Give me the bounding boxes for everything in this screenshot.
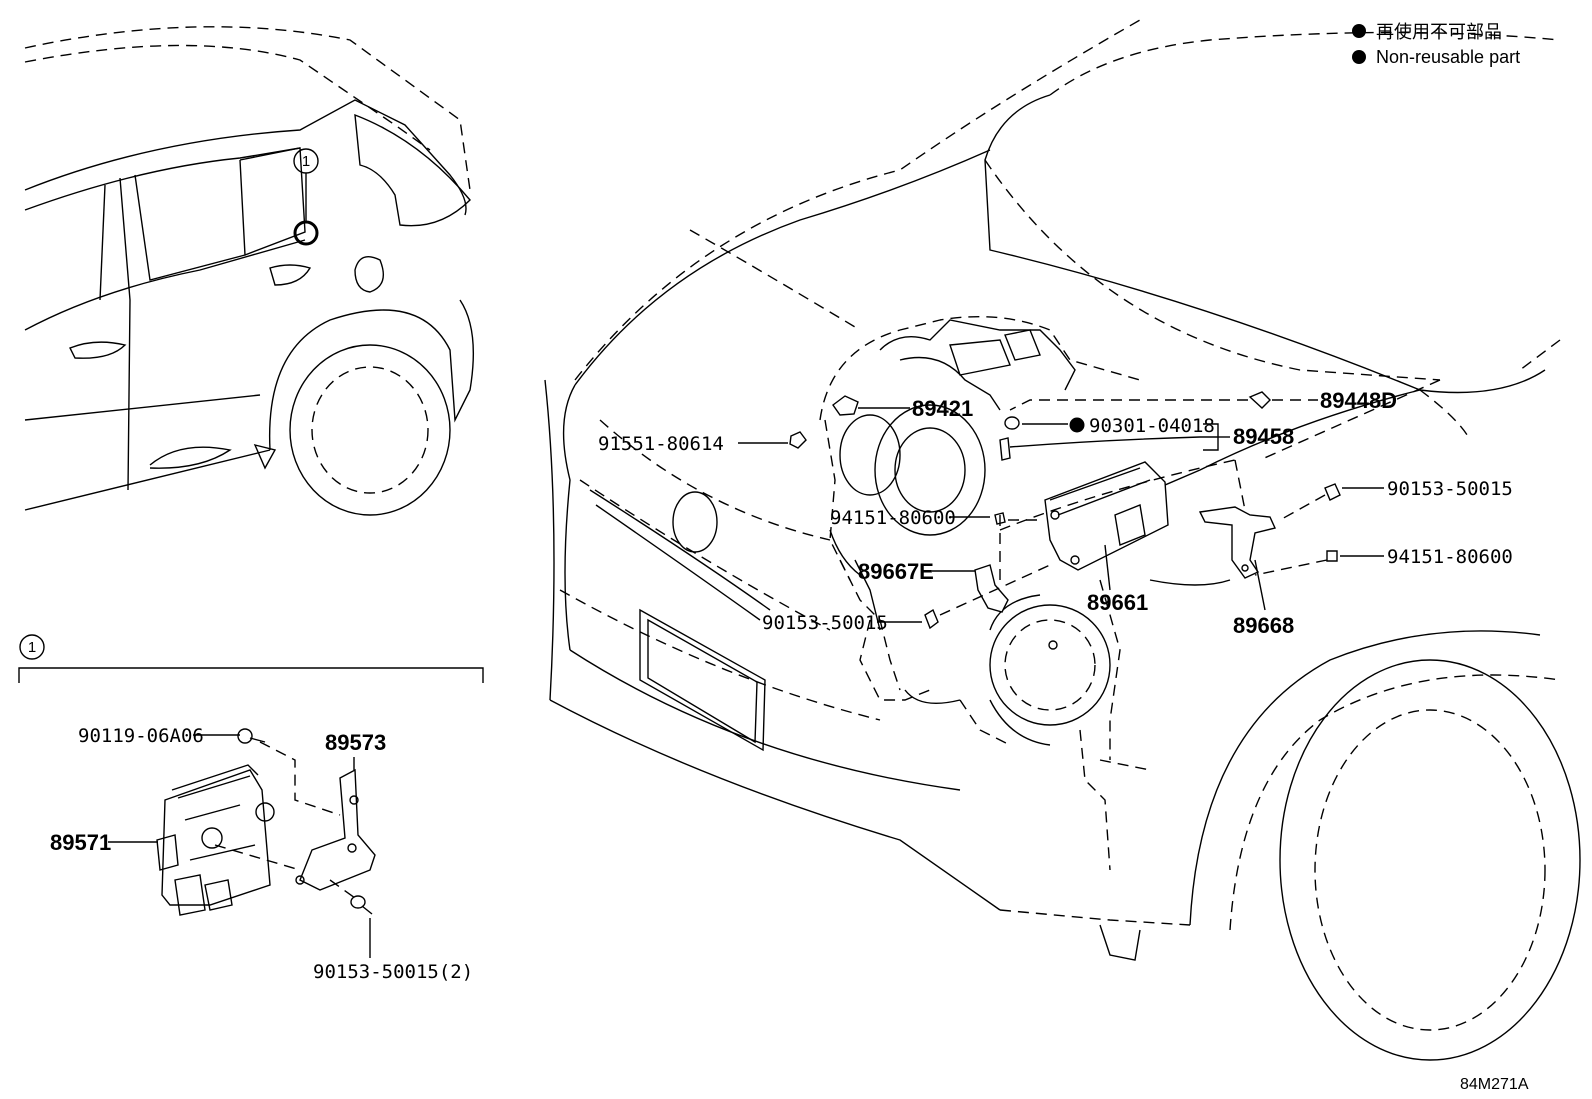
legend-japanese: 再使用不可部品 (1376, 22, 1502, 42)
svg-text:1: 1 (302, 153, 310, 170)
part-90153-50015-2: 90153-50015(2) (313, 961, 473, 983)
rear-vehicle-outline (24, 26, 474, 516)
part-90119-06A06: 90119-06A06 (78, 725, 204, 747)
part-89448D: 89448D (1320, 388, 1397, 413)
bolt-90153-inset-drawing (350, 895, 373, 915)
non-reusable-dot-icon (1069, 417, 1085, 433)
part-89667E: 89667E (858, 559, 934, 584)
diagram-code: 84M271A (1460, 1076, 1529, 1093)
part-89573: 89573 (325, 730, 386, 755)
location-callout: 1 (293, 148, 319, 246)
bracket-89668-drawing (1198, 506, 1276, 579)
part-91551-80614: 91551-80614 (598, 433, 724, 455)
part-94151-80600-left: 94151-80600 (830, 507, 956, 529)
ecu-89661-drawing (1044, 461, 1169, 571)
part-90301-04018: 90301-04018 (1089, 415, 1215, 437)
non-reusable-dot-icon (1352, 50, 1366, 64)
legend: 再使用不可部品 Non-reusable part (1352, 22, 1520, 67)
non-reusable-dot-icon (1352, 24, 1366, 38)
front-part-labels: 89421 89448D 91551-80614 90301-04018 894… (598, 388, 1513, 638)
inset-box: 1 (18, 634, 484, 983)
legend-english: Non-reusable part (1376, 47, 1520, 67)
bracket-89573-drawing (295, 768, 376, 891)
svg-text:1: 1 (28, 639, 36, 656)
part-89668: 89668 (1233, 613, 1294, 638)
bolt-90119-drawing (237, 728, 266, 744)
engine-transaxle-outline (819, 315, 1231, 771)
part-89661: 89661 (1087, 590, 1148, 615)
small-parts (789, 391, 1341, 630)
bracket-89667E-drawing (974, 564, 1009, 613)
front-vehicle-outline (544, 19, 1581, 1061)
part-90153-50015-right: 90153-50015 (1387, 478, 1513, 500)
part-89421: 89421 (912, 396, 973, 421)
part-94151-80600-right: 94151-80600 (1387, 546, 1513, 568)
part-89458: 89458 (1233, 424, 1294, 449)
part-89571: 89571 (50, 830, 111, 855)
part-90153-50015-left: 90153-50015 (762, 612, 888, 634)
ecu-89571-drawing (156, 764, 275, 916)
ecu-location-marker (293, 220, 319, 246)
leader-lines (738, 399, 1384, 623)
